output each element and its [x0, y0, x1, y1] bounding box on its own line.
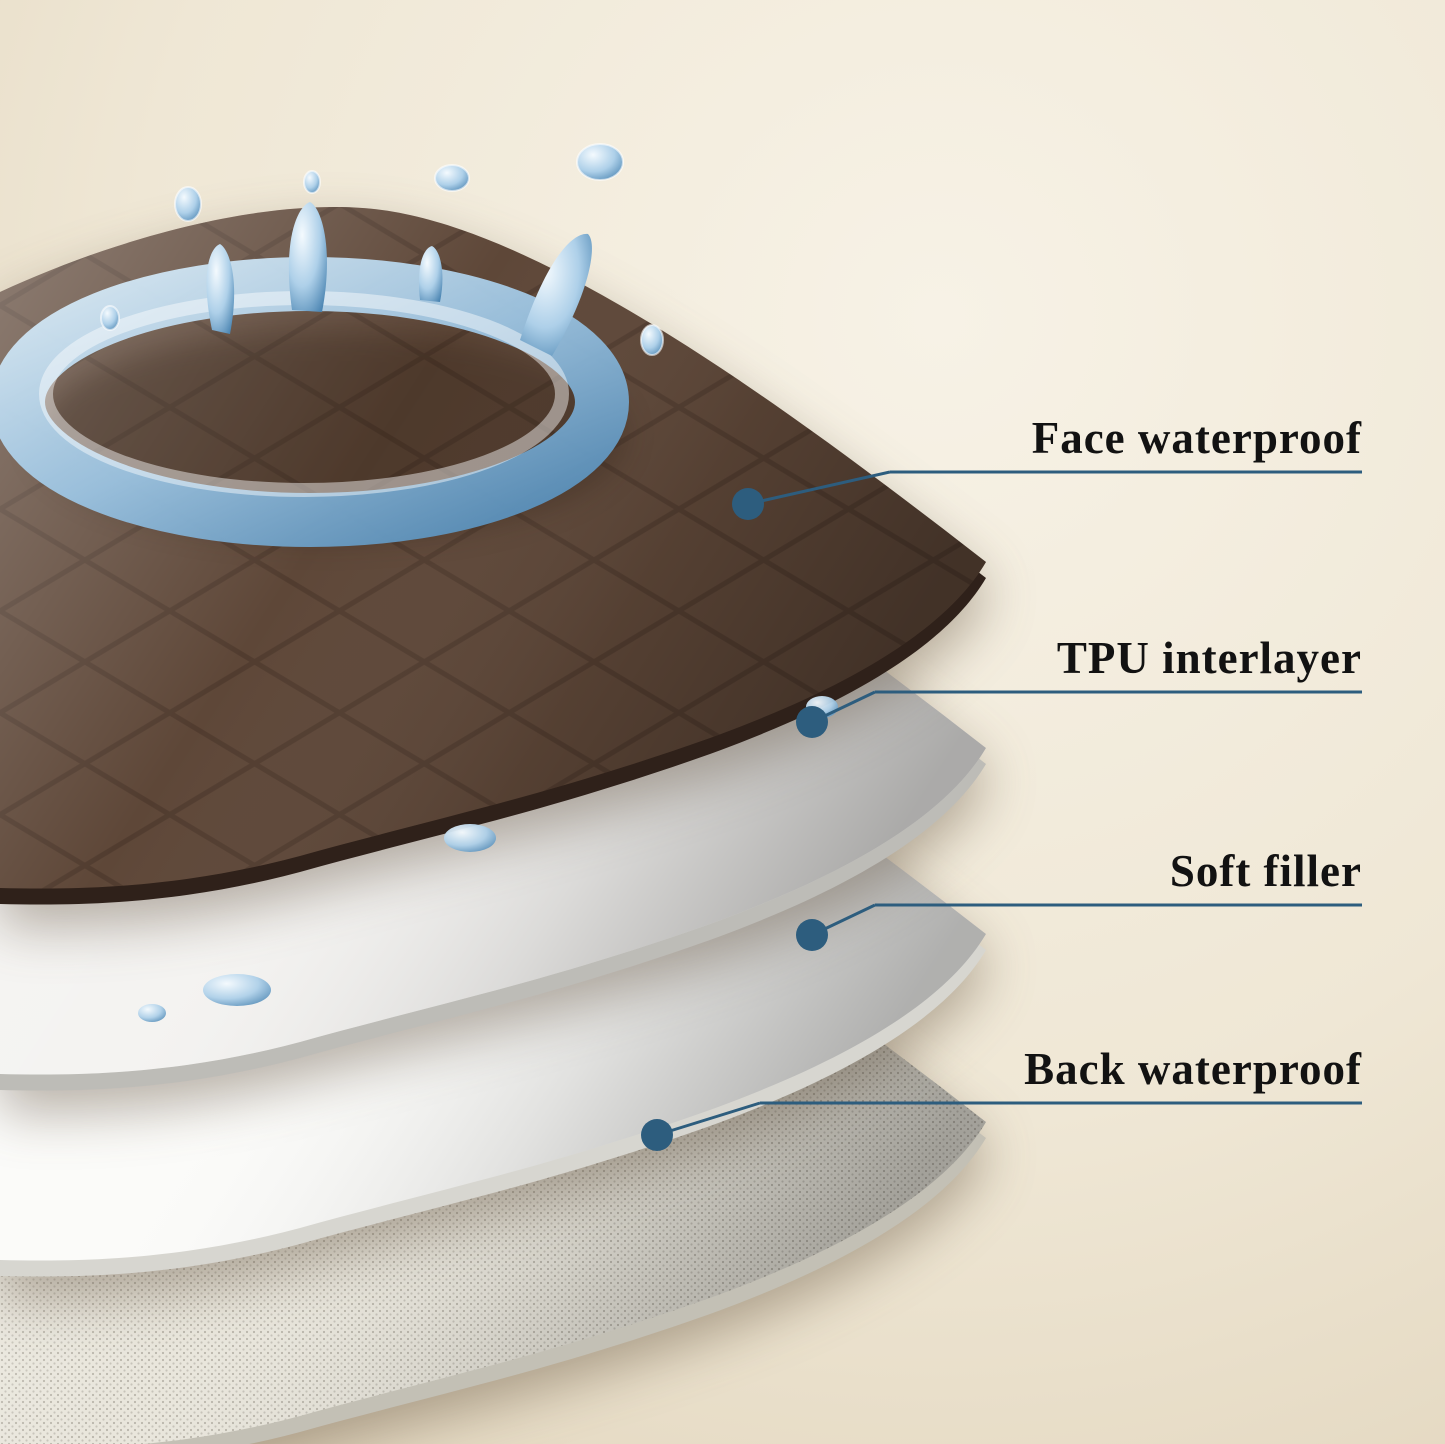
callout-face-waterproof — [732, 470, 1362, 520]
water-droplet — [138, 1004, 166, 1022]
callouts — [641, 470, 1362, 1151]
callout-back-waterproof — [641, 1101, 1362, 1151]
callout-dot — [732, 488, 764, 520]
water-droplet — [203, 974, 271, 1006]
water-droplet — [174, 186, 202, 222]
splash-spike — [206, 244, 235, 334]
splash-spike — [520, 233, 592, 356]
callout-dot — [641, 1119, 673, 1151]
splash-spike — [288, 202, 327, 312]
callout-connector — [747, 470, 891, 506]
splash-spike — [418, 246, 443, 302]
water-droplet — [640, 324, 664, 356]
water-droplet — [576, 143, 624, 181]
label-soft-filler: Soft filler — [1169, 846, 1362, 896]
water-droplet — [303, 170, 321, 194]
callout-tpu-interlayer — [796, 690, 1362, 738]
water-droplet — [100, 305, 120, 331]
callout-dot — [796, 706, 828, 738]
callout-connector — [656, 1101, 761, 1137]
label-tpu-interlayer: TPU interlayer — [1056, 633, 1362, 683]
callout-soft-filler — [796, 903, 1362, 951]
water-droplet — [444, 824, 496, 852]
callout-dot — [796, 919, 828, 951]
label-face-waterproof: Face waterproof — [1031, 413, 1362, 463]
label-back-waterproof: Back waterproof — [1024, 1044, 1362, 1094]
water-splash — [0, 143, 664, 547]
water-droplet — [434, 164, 470, 192]
